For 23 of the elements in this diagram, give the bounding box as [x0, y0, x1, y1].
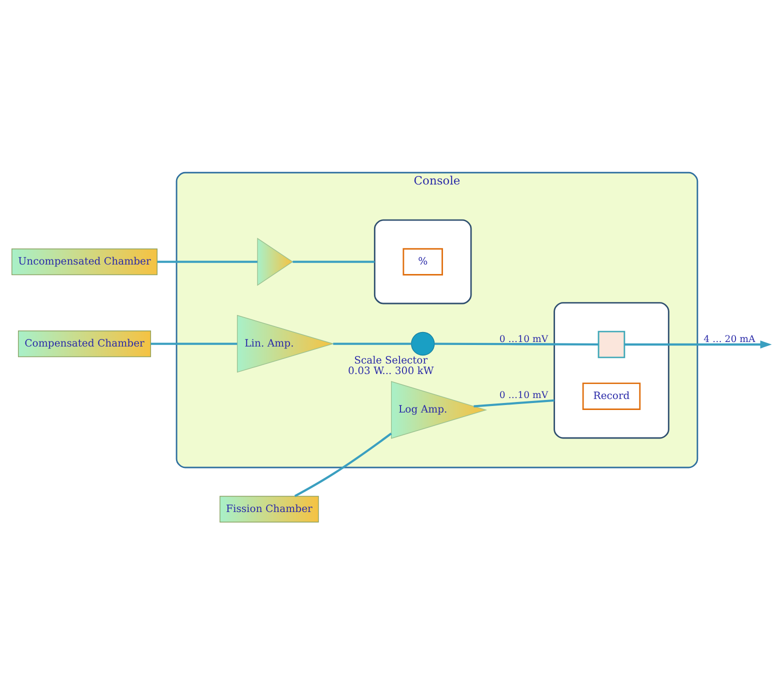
connector	[294, 432, 392, 497]
connector	[434, 342, 598, 346]
node-box: %	[402, 248, 443, 275]
node-label: Scale Selector	[354, 354, 428, 366]
node-box	[598, 330, 626, 358]
cluster	[374, 218, 472, 304]
node-box: Compensated Chamber	[18, 330, 152, 357]
arrow	[624, 340, 772, 348]
connector	[157, 260, 258, 262]
node-box: Fission Chamber	[220, 495, 319, 522]
connector	[333, 342, 412, 344]
node-triangle	[257, 237, 294, 286]
node-box: Uncompensated Chamber	[12, 248, 158, 275]
node-box: Record	[582, 382, 641, 410]
connector	[292, 260, 375, 262]
cluster	[554, 302, 670, 438]
edge-label: 0 …10 mV	[499, 333, 548, 344]
connector	[474, 398, 554, 407]
node-label: 0.03 W... 300 kW	[348, 366, 434, 377]
node-circle	[410, 331, 435, 356]
edge-label: 0 …10 mV	[499, 390, 548, 401]
edge-label: 4 … 20 mA	[704, 333, 756, 344]
connector	[150, 342, 238, 344]
